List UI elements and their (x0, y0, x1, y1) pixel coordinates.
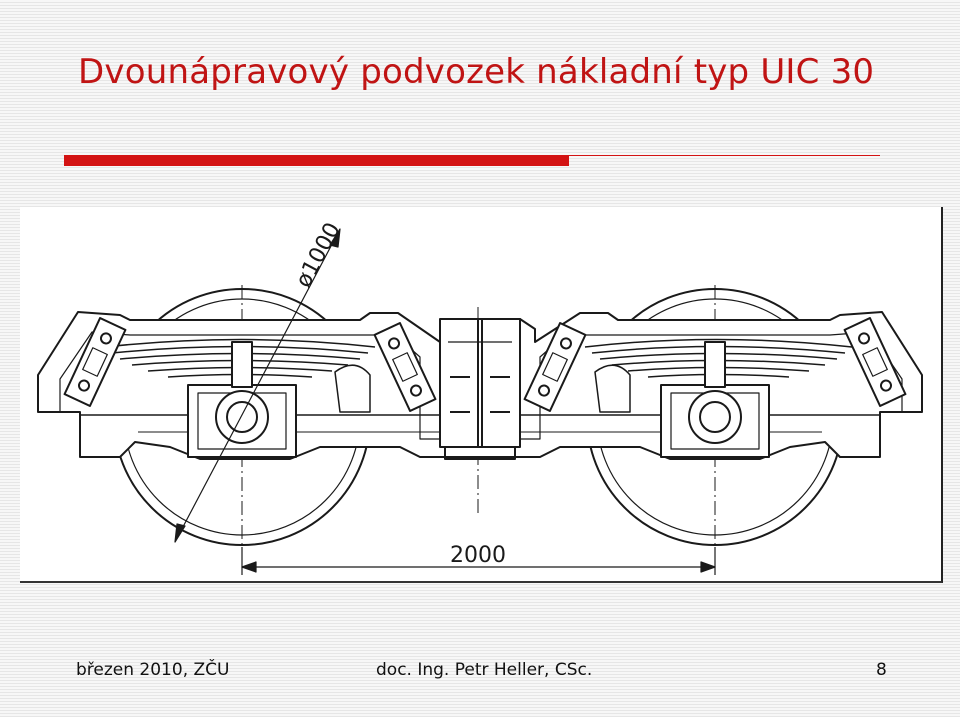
right-axle-box (660, 341, 770, 458)
diameter-dimension-line (174, 228, 341, 543)
title-underline-thick (64, 155, 569, 166)
wheelbase-dimension-line (241, 547, 716, 575)
wheelbase-label: 2000 (450, 543, 506, 568)
central-bolster (439, 318, 521, 460)
footer-date: březen 2010, ZČU (76, 660, 230, 680)
left-axle-box (187, 341, 297, 458)
footer-author: doc. Ing. Petr Heller, CSc. (376, 660, 593, 680)
spring-links (63, 317, 907, 412)
bogie-technical-drawing: ø1000 2000 (20, 207, 943, 583)
wheel-diameter-label: ø1000 (291, 219, 346, 292)
page-number: 8 (876, 660, 887, 680)
title-underline-thin (569, 155, 880, 156)
slide-title: Dvounápravový podvozek nákladní typ UIC … (78, 52, 875, 92)
bogie-drawing-svg: ø1000 2000 (37, 219, 923, 575)
